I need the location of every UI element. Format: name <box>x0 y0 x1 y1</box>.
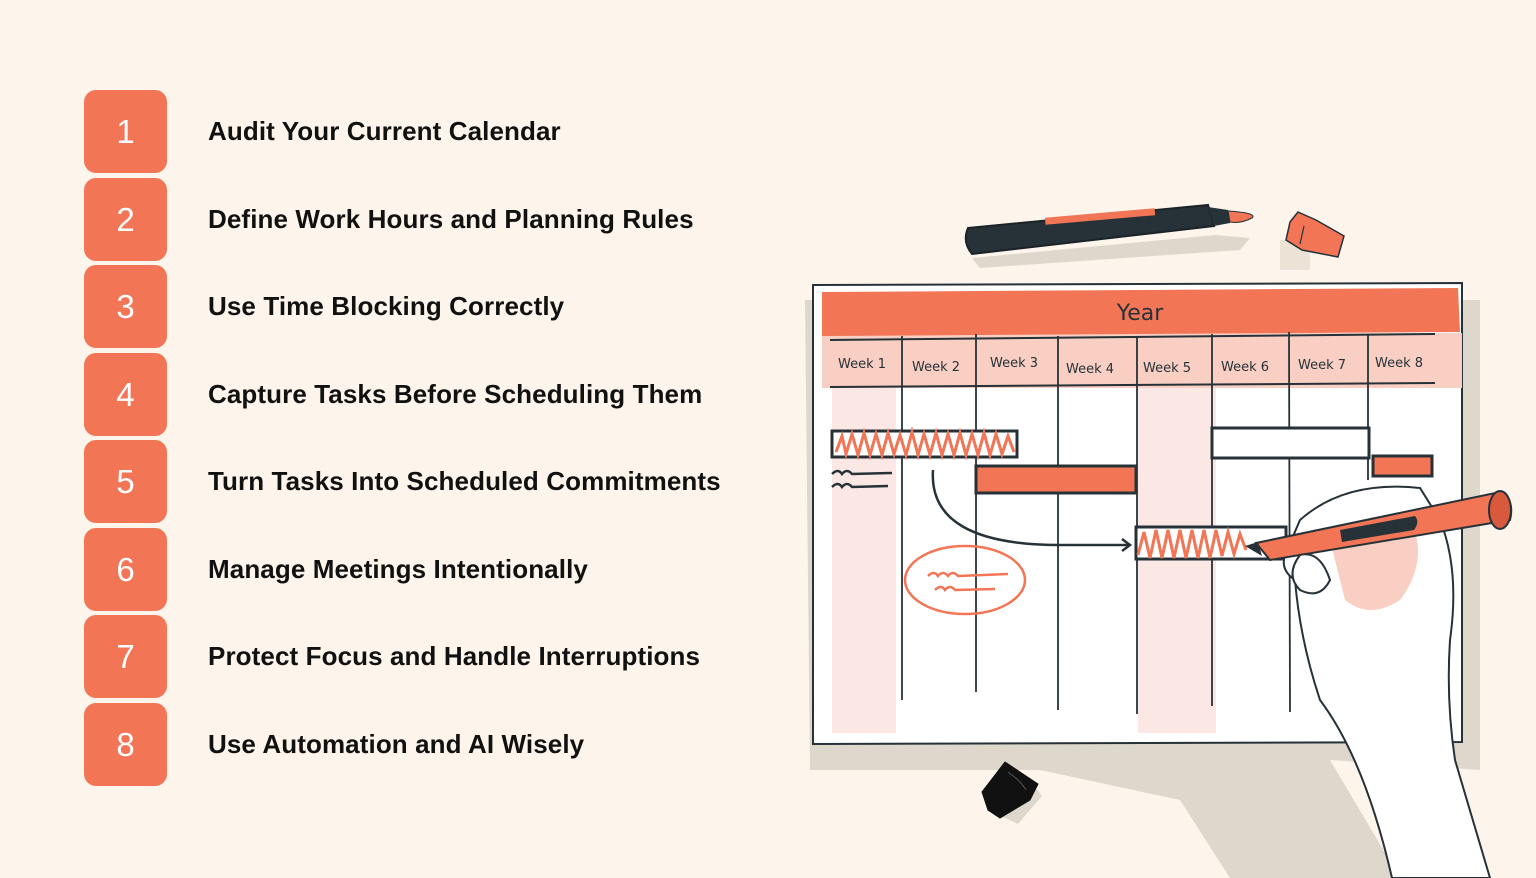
step-number-badge: 3 <box>84 265 167 348</box>
step-item: 1 Audit Your Current Calendar <box>84 90 561 173</box>
step-item: 7 Protect Focus and Handle Interruptions <box>84 615 700 698</box>
week-label: Week 7 <box>1298 358 1346 373</box>
planner-title-band <box>822 288 1460 336</box>
week-label: Week 1 <box>838 357 886 372</box>
step-label: Manage Meetings Intentionally <box>208 554 588 584</box>
planner-title: Year <box>1116 301 1165 326</box>
step-number-badge: 5 <box>84 440 167 523</box>
marker-icon <box>964 203 1254 268</box>
step-number-badge: 2 <box>84 178 167 261</box>
step-label: Define Work Hours and Planning Rules <box>208 204 694 234</box>
step-item: 5 Turn Tasks Into Scheduled Commitments <box>84 440 721 523</box>
step-item: 4 Capture Tasks Before Scheduling Them <box>84 353 702 436</box>
hand-holding-marker-icon <box>1245 485 1513 878</box>
week-label: Week 2 <box>912 360 960 375</box>
step-number-badge: 7 <box>84 615 167 698</box>
step-item: 8 Use Automation and AI Wisely <box>84 703 584 786</box>
step-label: Use Automation and AI Wisely <box>208 729 585 759</box>
week-label: Week 4 <box>1066 362 1114 377</box>
step-number-badge: 6 <box>84 528 167 611</box>
marker-cap-icon <box>981 761 1042 824</box>
step-item: 2 Define Work Hours and Planning Rules <box>84 178 694 261</box>
step-number-badge: 1 <box>84 90 167 173</box>
step-label: Turn Tasks Into Scheduled Commitments <box>208 466 721 496</box>
step-label: Protect Focus and Handle Interruptions <box>208 641 701 671</box>
step-item: 3 Use Time Blocking Correctly <box>84 265 564 348</box>
step-label: Audit Your Current Calendar <box>208 116 561 146</box>
week-label: Week 3 <box>990 356 1038 371</box>
week-label: Week 6 <box>1221 360 1269 375</box>
step-number-badge: 8 <box>84 703 167 786</box>
week-label: Week 8 <box>1375 356 1423 371</box>
step-label: Capture Tasks Before Scheduling Them <box>208 379 703 409</box>
step-label: Use Time Blocking Correctly <box>208 291 565 321</box>
step-number-badge: 4 <box>84 353 167 436</box>
step-item: 6 Manage Meetings Intentionally <box>84 528 588 611</box>
marker-cap-icon <box>1280 211 1345 270</box>
week-label: Week 5 <box>1143 361 1191 376</box>
